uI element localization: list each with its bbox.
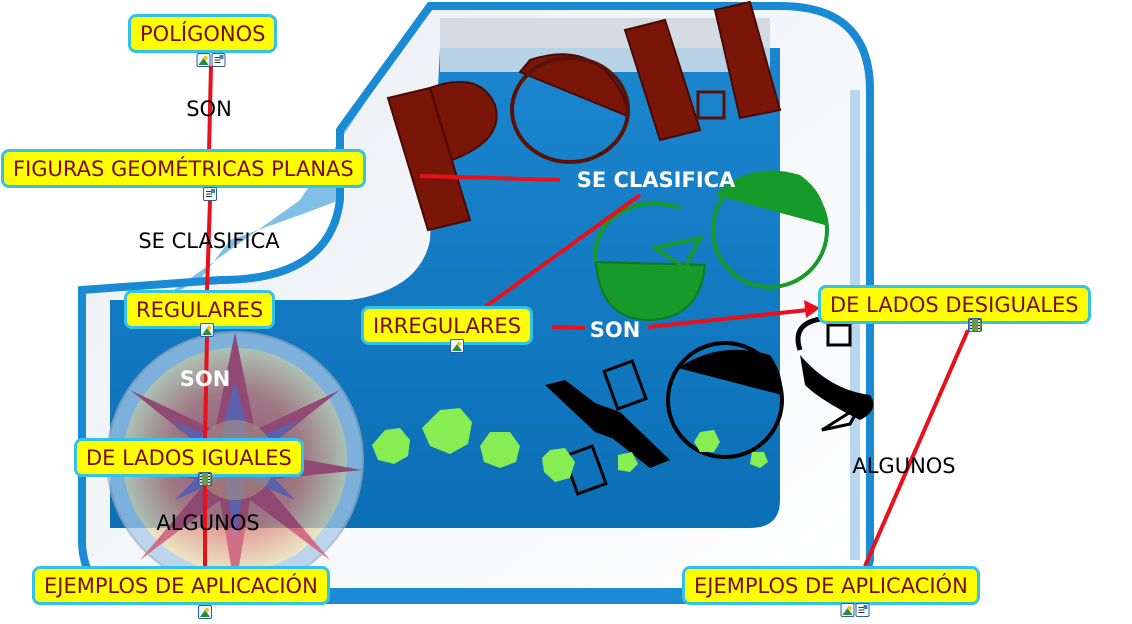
node-label: POLÍGONOS — [140, 22, 266, 46]
node-irregulares[interactable]: IRREGULARES — [361, 306, 534, 345]
image-icon[interactable] — [200, 323, 214, 337]
note-icon[interactable] — [211, 53, 226, 67]
node-label: EJEMPLOS DE APLICACIÓN — [694, 574, 968, 598]
image-icon[interactable] — [840, 603, 855, 617]
node-ejemplos-left-attachments — [198, 605, 212, 619]
node-ejemplos-right-attachments — [840, 603, 870, 617]
node-regulares[interactable]: REGULARES — [124, 290, 276, 329]
link-label-algunos: ALGUNOS — [852, 454, 956, 478]
video-icon[interactable] — [968, 318, 982, 332]
node-lados-iguales-attachments — [198, 472, 212, 486]
link-poligonos-figuras — [207, 65, 213, 153]
link-label-se-clasifica: SE CLASIFICA — [138, 229, 280, 253]
link-figuras-seclasifica — [419, 174, 561, 182]
link-label-son: SON — [186, 97, 232, 121]
image-icon[interactable] — [450, 339, 464, 353]
node-de-lados-iguales[interactable]: DE LADOS IGUALES — [74, 438, 304, 477]
link-ladosdesiguales-ejemplos — [863, 329, 970, 567]
note-icon[interactable] — [855, 603, 870, 617]
link-seclasifica-irregulares — [483, 193, 642, 309]
node-label: EJEMPLOS DE APLICACIÓN — [44, 574, 318, 598]
arrowhead-icon — [804, 300, 820, 318]
node-ejemplos-aplicacion-right[interactable]: EJEMPLOS DE APLICACIÓN — [682, 566, 980, 605]
link-label-algunos: ALGUNOS — [156, 511, 260, 535]
image-icon[interactable] — [196, 53, 211, 67]
go-letters — [593, 170, 829, 322]
link-irregulares-son — [551, 325, 586, 330]
node-regulares-attachments — [200, 323, 214, 337]
node-poligonos-attachments — [196, 53, 226, 67]
node-figuras-attachments — [203, 187, 217, 201]
node-label: REGULARES — [136, 298, 264, 322]
node-figuras-geometricas-planas[interactable]: FIGURAS GEOMÉTRICAS PLANAS — [1, 149, 366, 188]
nos-letters — [545, 315, 874, 496]
note-icon[interactable] — [203, 187, 217, 201]
node-label: FIGURAS GEOMÉTRICAS PLANAS — [13, 157, 354, 181]
heptagon-shapes — [372, 408, 768, 482]
node-irregulares-attachments — [450, 339, 464, 353]
node-label: IRREGULARES — [373, 314, 522, 338]
node-ejemplos-aplicacion-left[interactable]: EJEMPLOS DE APLICACIÓN — [32, 566, 330, 605]
link-regulares-ladosiguales — [203, 335, 209, 441]
poli-letters — [386, 0, 782, 232]
link-label-se-clasifica: SE CLASIFICA — [576, 168, 736, 192]
node-de-lados-desiguales[interactable]: DE LADOS DESIGUALES — [818, 285, 1091, 324]
link-figuras-regulares — [205, 199, 212, 291]
node-lados-desiguales-attachments — [968, 318, 982, 332]
node-label: DE LADOS DESIGUALES — [830, 293, 1079, 317]
link-label-son: SON — [179, 367, 231, 391]
image-icon[interactable] — [198, 605, 212, 619]
video-icon[interactable] — [198, 472, 212, 486]
link-label-son: SON — [589, 318, 641, 342]
node-label: DE LADOS IGUALES — [86, 446, 292, 470]
node-poligonos[interactable]: POLÍGONOS — [128, 14, 278, 53]
link-son-ladosdesiguales — [647, 308, 809, 329]
